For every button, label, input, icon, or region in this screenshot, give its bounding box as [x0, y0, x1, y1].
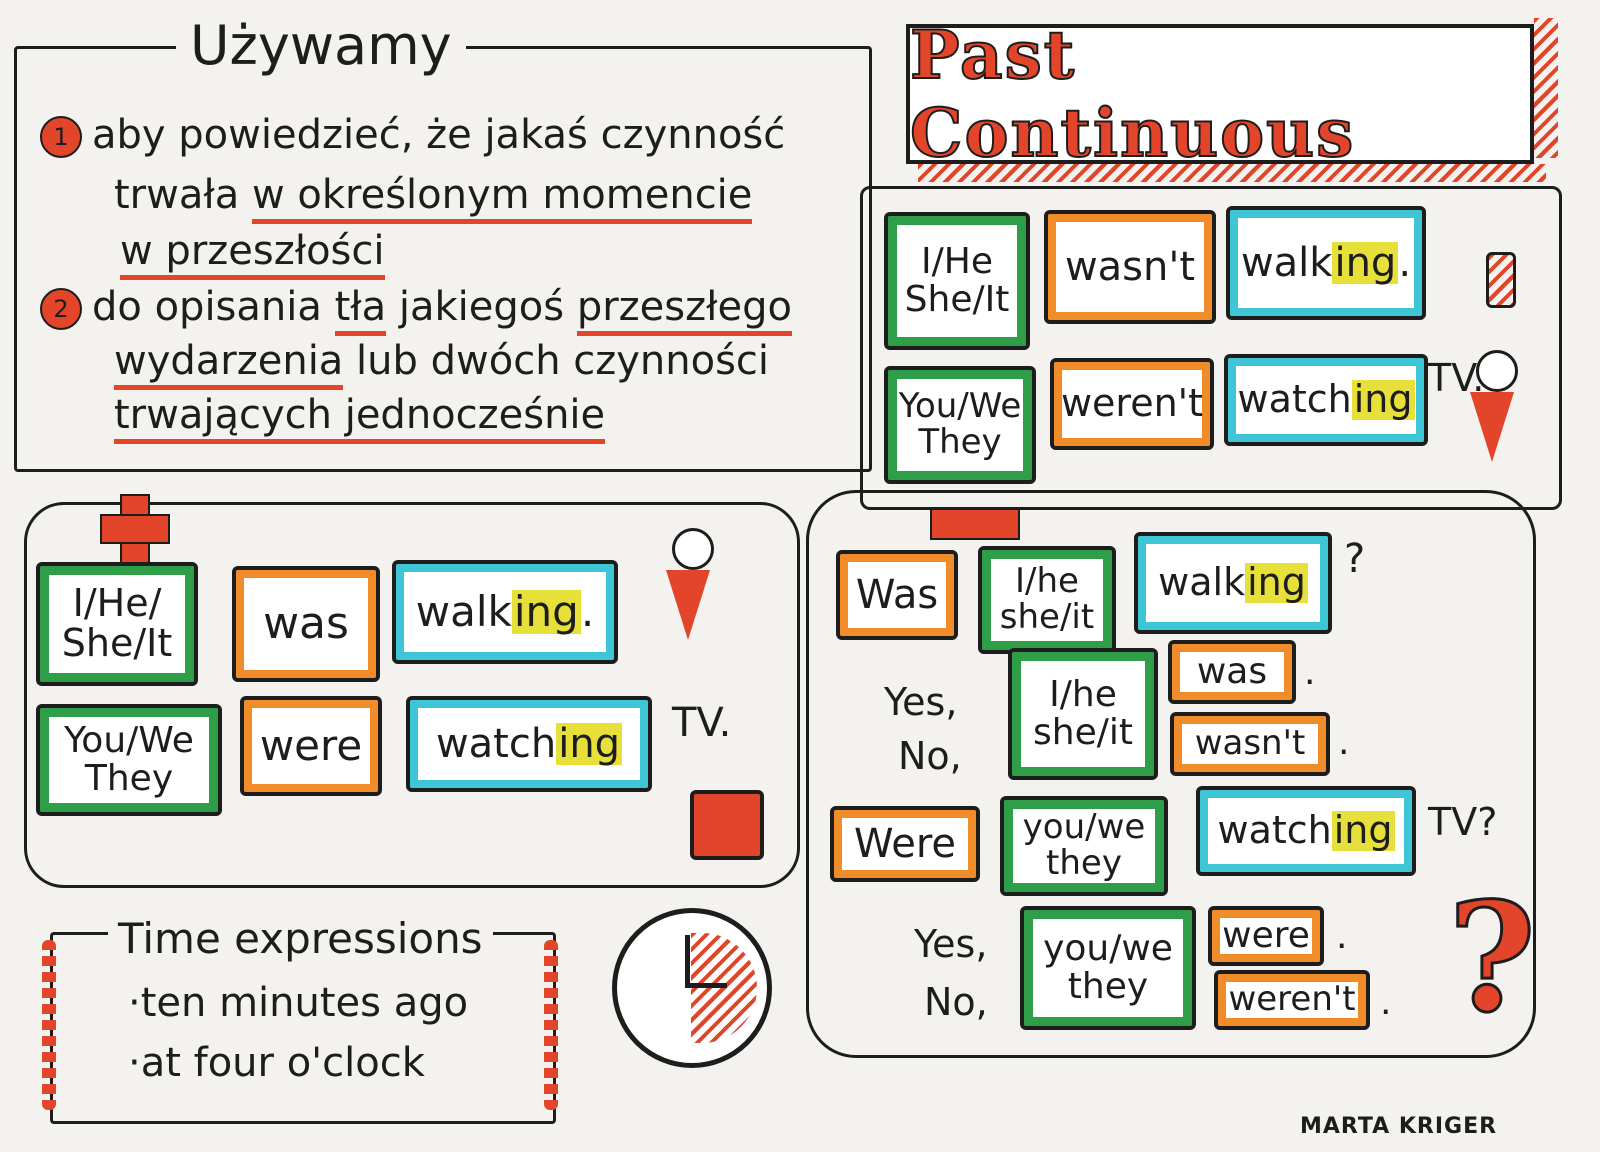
use-item-2-text-1b: tła: [334, 284, 387, 336]
wavy-border-right: [544, 940, 558, 1110]
use-item-1-text-2b: w określonym momencie: [251, 172, 753, 224]
neg-verb-2-ing: ing: [1351, 377, 1415, 422]
use-item-1-text-3: w przeszłości: [120, 228, 385, 280]
questions-frame: [806, 490, 1536, 1058]
aff-verb-2-ing: ing: [556, 721, 623, 767]
thumbs-down-icon: [1486, 252, 1516, 308]
q1-aux: Was: [836, 550, 958, 640]
use-item-1-text-1: aby powiedzieć, że jakaś czynność: [92, 112, 786, 158]
aff-tail-2: TV.: [672, 700, 732, 746]
aff-verb-1-ing: ing: [511, 586, 581, 636]
uses-heading: Używamy: [176, 14, 466, 77]
use-item-2-text-1c: jakiegoś: [398, 284, 565, 330]
a1-aux-yes: was: [1168, 640, 1296, 704]
a1-aux-no: wasn't: [1170, 712, 1330, 776]
title-hatch-right: [1534, 18, 1558, 158]
negative-frame: [860, 186, 1562, 510]
a1-no: No,: [898, 734, 962, 778]
use-item-2-line-3: trwających jednocześnie: [114, 392, 606, 444]
use-number-2-icon: 2: [40, 288, 82, 330]
aff-subject-2: You/We They: [36, 704, 222, 816]
title-hatch-bottom: [918, 164, 1546, 182]
use-item-2-line-2: wydarzenia lub dwóch czynności: [114, 338, 770, 390]
time-expression-item-2: ·at four o'clock: [128, 1040, 425, 1086]
a2-no: No,: [924, 980, 988, 1024]
a2-yes: Yes,: [914, 922, 988, 966]
use-item-2-text-2a: wydarzenia: [114, 338, 344, 390]
use-number-1-icon: 1: [40, 116, 82, 158]
aff-verb-1-end: .: [580, 586, 595, 636]
page-title: Past Continuous: [909, 15, 1356, 173]
title-box: Past Continuous: [906, 15, 1534, 173]
q1-verb-ing: ing: [1245, 560, 1308, 605]
a2-aux-yes: were: [1208, 906, 1324, 966]
q1-mark: ?: [1344, 536, 1366, 582]
plus-icon-horizontal: [100, 514, 170, 544]
q2-tail: TV?: [1428, 800, 1498, 844]
neg-subject-1: I/He She/It: [884, 212, 1030, 350]
walking-person-head-icon: [672, 528, 714, 570]
walking-person-body-icon: [666, 570, 710, 640]
q2-aux: Were: [830, 806, 980, 882]
aff-verb-1-stem: walk: [415, 586, 512, 636]
a2-dot-yes: .: [1336, 916, 1348, 957]
aff-aux-1: was: [232, 566, 380, 682]
neg-verb-1-end: .: [1398, 240, 1412, 286]
q1-subject: I/he she/it: [978, 546, 1116, 654]
question-mark-icon: ?: [1447, 869, 1538, 1048]
q2-verb-stem: watch: [1217, 808, 1332, 853]
a1-dot-no: .: [1338, 722, 1350, 763]
neg-subject-2: You/We They: [884, 366, 1036, 484]
aff-subject-1: I/He/ She/It: [36, 562, 198, 686]
neg-aux-2: weren't: [1050, 358, 1214, 450]
clock-hatch: [691, 933, 757, 1043]
affirmative-frame: [24, 502, 800, 888]
use-item-1-line-2: trwała w określonym momencie: [114, 172, 753, 224]
time-expression-item-1: ·ten minutes ago: [128, 980, 469, 1026]
use-item-2-text-2b: lub dwóch czynności: [356, 338, 770, 384]
a1-yes: Yes,: [884, 680, 958, 724]
author-signature: MARTA KRIGER: [1300, 1114, 1498, 1139]
use-item-2-text-1a: do opisania: [92, 284, 322, 330]
clock-hand-hour-icon: [685, 935, 690, 987]
alarm-clock-icon: [612, 908, 772, 1068]
use-item-1-line-3: w przeszłości: [120, 228, 385, 280]
q2-subject: you/we they: [1000, 796, 1168, 896]
neg-verb-1-ing: ing: [1332, 240, 1399, 286]
neg-verb-2-stem: watch: [1237, 377, 1352, 422]
tv-icon: [690, 790, 764, 860]
aff-aux-2: were: [240, 696, 382, 796]
minus-icon: [930, 508, 1020, 540]
a1-dot-yes: .: [1304, 652, 1316, 693]
person-body-icon: [1470, 392, 1514, 462]
neg-aux-1: wasn't: [1044, 210, 1216, 324]
use-item-2-text-3: trwających jednocześnie: [114, 392, 606, 444]
a2-dot-no: .: [1380, 982, 1392, 1023]
person-head-icon: [1476, 350, 1518, 392]
q2-verb-ing: ing: [1331, 808, 1395, 853]
use-item-1-text-2a: trwała: [114, 172, 240, 218]
a2-subject: you/we they: [1020, 906, 1196, 1030]
clock-hand-minute-icon: [685, 983, 727, 988]
neg-verb-1-stem: walk: [1240, 240, 1333, 286]
a1-subject: I/he she/it: [1008, 648, 1158, 780]
time-expressions-heading: Time expressions: [108, 914, 493, 963]
aff-verb-2-stem: watch: [435, 721, 557, 767]
q1-verb-stem: walk: [1158, 560, 1246, 605]
a2-aux-no: weren't: [1214, 970, 1370, 1030]
use-item-2-text-1d: przeszłego: [576, 284, 792, 336]
wavy-border-left: [42, 940, 56, 1110]
